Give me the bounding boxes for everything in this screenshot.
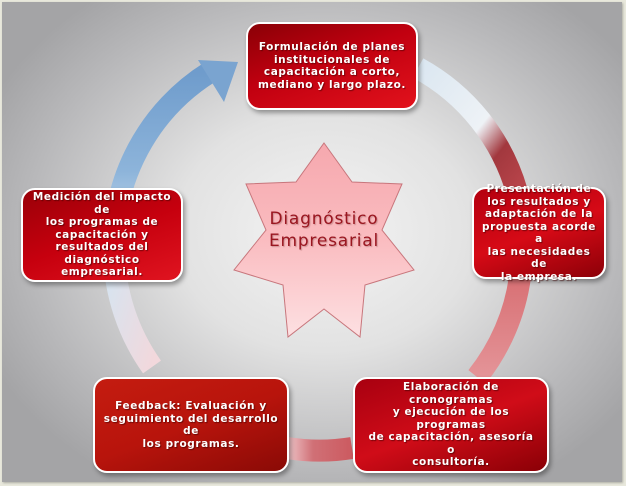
- center-label: Diagnóstico Empresarial: [268, 209, 380, 251]
- arrow-segment-right: [468, 275, 531, 384]
- step-box-top: Formulación de planes institucionales de…: [246, 22, 418, 110]
- step-label: Elaboración de cronogramas y ejecución d…: [368, 381, 534, 469]
- step-label: Formulación de planes institucionales de…: [257, 41, 407, 91]
- step-box-left: Medición del impacto de los programas de…: [21, 188, 183, 282]
- diagram-canvas: Diagnóstico Empresarial Formulación de p…: [2, 2, 622, 482]
- step-label: Presentación de los resultados y adaptac…: [482, 183, 596, 283]
- step-box-bottom-right: Elaboración de cronogramas y ejecución d…: [353, 377, 549, 473]
- arrow-segment-bottom: [285, 437, 354, 462]
- center-star-shape: [233, 142, 415, 338]
- arrow-segment-top-right: [412, 58, 528, 196]
- step-label: Feedback: Evaluación y seguimiento del d…: [103, 400, 279, 450]
- arrow-head-icon: [198, 60, 238, 102]
- step-box-bottom-left: Feedback: Evaluación y seguimiento del d…: [93, 377, 289, 473]
- step-label: Medición del impacto de los programas de…: [32, 191, 172, 279]
- step-box-right: Presentación de los resultados y adaptac…: [472, 183, 606, 283]
